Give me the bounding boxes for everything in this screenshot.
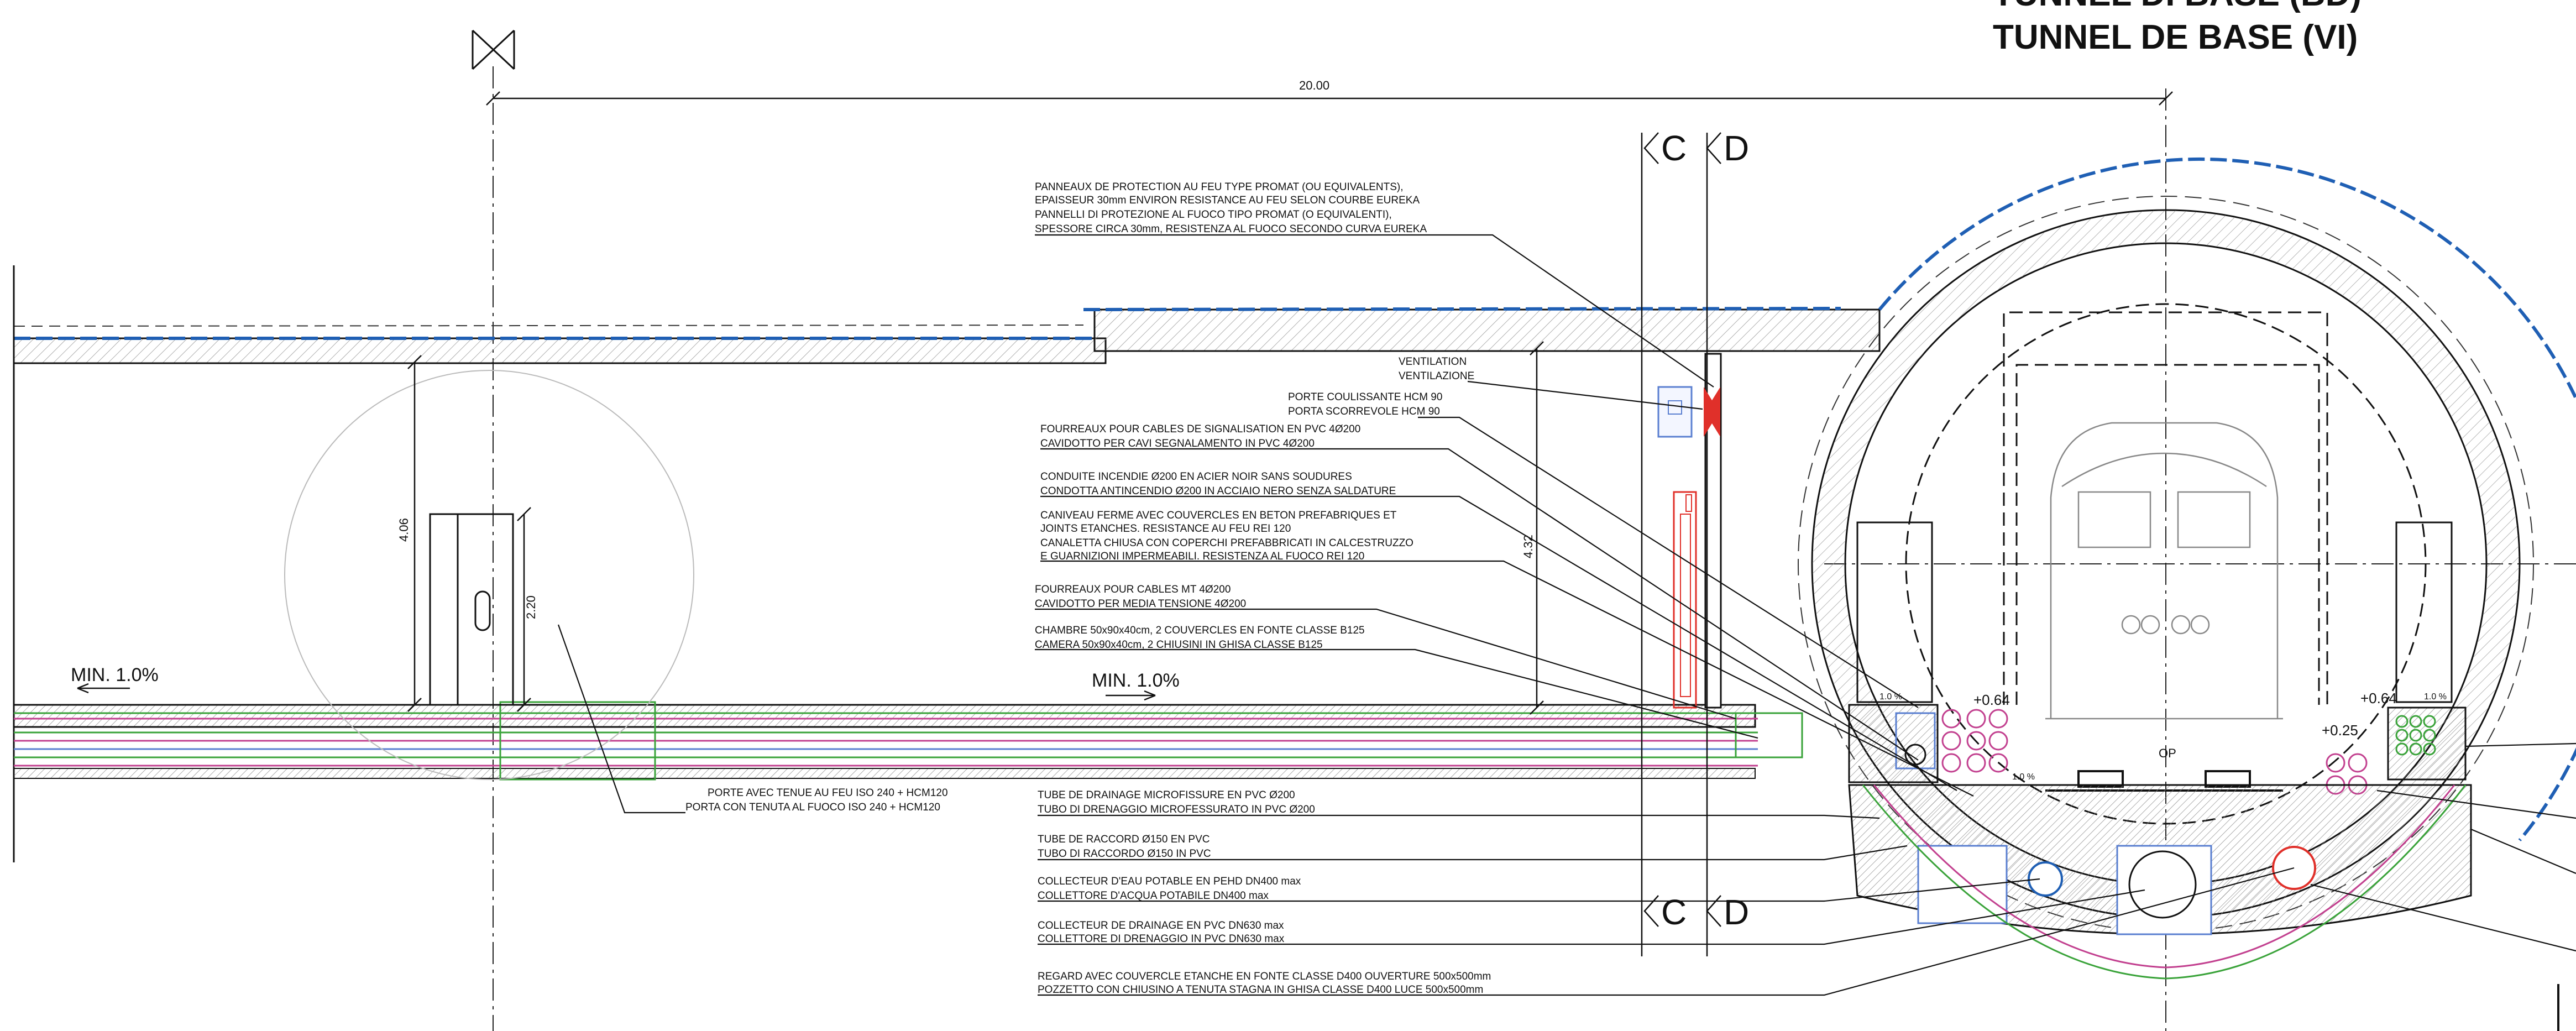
svg-text:TUBE DE RACCORD Ø150 EN PVC: TUBE DE RACCORD Ø150 EN PVC	[1038, 834, 1210, 845]
gallery-roof-slab	[13, 307, 1881, 364]
slope-small-mid: 1.0 %	[2012, 772, 2035, 782]
sliding-door-frame	[1673, 491, 1697, 709]
note-fire-door: PORTE AVEC TENUE AU FEU ISO 240 + HCM120…	[685, 787, 948, 813]
title-line-2: TUNNEL DE BASE (VI)	[1993, 18, 2358, 56]
op-label: OP	[2159, 746, 2176, 760]
svg-text:CAVIDOTTO PER CAVI SEGNALAMENT: CAVIDOTTO PER CAVI SEGNALAMENTO IN PVC 4…	[1040, 438, 1315, 449]
section-d-top: D	[1724, 128, 1749, 168]
svg-text:PORTE COULISSANTE HCM 90: PORTE COULISSANTE HCM 90	[1288, 391, 1442, 403]
dimension-406-label: 4.06	[397, 518, 411, 542]
note-ventilation: VENTILATION VENTILAZIONE	[1399, 356, 1474, 382]
axis-marker-icon	[472, 29, 515, 70]
slope-left-label: MIN. 1.0%	[71, 664, 159, 685]
note-sliding-door: PORTE COULISSANTE HCM 90 PORTA SCORREVOL…	[1288, 391, 1442, 417]
svg-text:E GUARNIZIONI IMPERMEABILI. RE: E GUARNIZIONI IMPERMEABILI. RESISTENZA A…	[1040, 551, 1364, 562]
gallery-envelope-circle	[284, 370, 694, 780]
svg-text:COLLECTEUR D'EAU POTABLE EN PE: COLLECTEUR D'EAU POTABLE EN PEHD DN400 m…	[1038, 876, 1301, 887]
right-bench	[2326, 521, 2467, 795]
svg-text:TUBO DI DRENAGGIO MICROFESSURA: TUBO DI DRENAGGIO MICROFESSURATO IN PVC …	[1038, 804, 1315, 815]
svg-text:COLLETTORE D'ACQUA POTABILE DN: COLLETTORE D'ACQUA POTABILE DN400 max	[1038, 890, 1269, 902]
level-025: +0.25	[2322, 722, 2358, 739]
level-064-left: +0.64	[1973, 692, 2010, 708]
svg-text:FOURREAUX POUR CABLES MT 4Ø200: FOURREAUX POUR CABLES MT 4Ø200	[1035, 584, 1231, 595]
note-fire-panels: PANNEAUX DE PROTECTION AU FEU TYPE PROMA…	[1035, 181, 1427, 235]
dimension-20-label: 20.00	[1299, 78, 1329, 92]
dimension-20	[486, 91, 2173, 106]
level-064-right: +0.64	[2360, 690, 2397, 706]
dimension-432	[1530, 341, 1544, 715]
svg-text:VENTILAZIONE: VENTILAZIONE	[1399, 370, 1474, 382]
svg-text:COLLECTEUR DE DRAINAGE EN PVC: COLLECTEUR DE DRAINAGE EN PVC DN630 max	[1038, 920, 1284, 931]
note-drain-tube: TUBE DE DRAINAGE MICROFISSURE EN PVC Ø20…	[1038, 789, 1315, 815]
svg-text:PORTE AVEC TENUE AU FEU ISO 24: PORTE AVEC TENUE AU FEU ISO 240 + HCM120	[708, 787, 948, 799]
slope-middle-arrow	[1106, 690, 1156, 701]
svg-text:CANALETTA CHIUSA CON COPERCHI: CANALETTA CHIUSA CON COPERCHI PREFABBRIC…	[1040, 537, 1413, 549]
gallery-floor-ducts	[13, 701, 1803, 781]
tunnel-invert	[1848, 784, 2472, 980]
svg-text:CONDUITE INCENDIE Ø200 EN ACIE: CONDUITE INCENDIE Ø200 EN ACIER NOIR SAN…	[1040, 471, 1352, 483]
svg-text:CHAMBRE 50x90x40cm, 2 COUVERCL: CHAMBRE 50x90x40cm, 2 COUVERCLES EN FONT…	[1035, 625, 1365, 636]
slope-left-arrow	[77, 683, 130, 694]
fire-door-drawing	[429, 513, 514, 706]
section-c-top: C	[1661, 128, 1687, 168]
dimension-432-label: 4.32	[1521, 535, 1535, 558]
svg-text:VENTILATION: VENTILATION	[1399, 356, 1467, 368]
slope-small-right: 1.0 %	[2424, 692, 2447, 702]
svg-text:SPESSORE CIRCA 30mm, RESISTEN: SPESSORE CIRCA 30mm, RESISTENZA AL FUOCO…	[1035, 223, 1427, 235]
svg-text:TUBE DE DRAINAGE MICROFISSURE: TUBE DE DRAINAGE MICROFISSURE EN PVC Ø20…	[1038, 789, 1295, 801]
svg-text:PANNEAUX DE PROTECTION AU FEU: PANNEAUX DE PROTECTION AU FEU TYPE PROMA…	[1035, 181, 1404, 193]
dimension-220	[517, 507, 531, 712]
section-c-bottom: C	[1661, 892, 1687, 932]
svg-text:PANNELLI DI PROTEZIONE AL FUOC: PANNELLI DI PROTEZIONE AL FUOCO TIPO PRO…	[1035, 209, 1392, 221]
note-mt-ducts: FOURREAUX POUR CABLES MT 4Ø200 CAVIDOTTO…	[1035, 584, 1246, 610]
clearance-gauges	[2003, 311, 2328, 705]
ventilation-unit	[1657, 386, 1720, 438]
note-drain-collector: COLLECTEUR DE DRAINAGE EN PVC DN630 max …	[1038, 920, 1285, 945]
svg-text:PORTA SCORREVOLE HCM 90: PORTA SCORREVOLE HCM 90	[1288, 406, 1440, 417]
note-water-collector: COLLECTEUR D'EAU POTABLE EN PEHD DN400 m…	[1038, 876, 1301, 902]
dimension-406	[407, 355, 422, 712]
svg-text:COLLETTORE DI DRENAGGIO IN PVC: COLLETTORE DI DRENAGGIO IN PVC DN630 max	[1038, 933, 1285, 945]
leader-lines	[557, 234, 2576, 996]
note-connection-tube: TUBE DE RACCORD Ø150 EN PVC TUBO DI RACC…	[1038, 834, 1211, 860]
svg-text:CAMERA 50x90x40cm, 2 CHIUSINI: CAMERA 50x90x40cm, 2 CHIUSINI IN GHISA C…	[1035, 639, 1323, 651]
svg-text:CONDOTTA ANTINCENDIO Ø200 IN A: CONDOTTA ANTINCENDIO Ø200 IN ACCIAIO NER…	[1040, 485, 1396, 497]
svg-text:EPAISSEUR 30mm ENVIRON RESISTA: EPAISSEUR 30mm ENVIRON RESISTANCE AU FEU…	[1035, 195, 1420, 206]
svg-text:FOURREAUX POUR CABLES DE SIGNA: FOURREAUX POUR CABLES DE SIGNALISATION E…	[1040, 423, 1360, 435]
section-d-bottom: D	[1724, 892, 1749, 932]
note-fire-pipe: CONDUITE INCENDIE Ø200 EN ACIER NOIR SAN…	[1040, 471, 1396, 497]
svg-text:TUBO DI RACCORDO Ø150 IN PVC: TUBO DI RACCORDO Ø150 IN PVC	[1038, 848, 1211, 860]
svg-text:REGARD AVEC COUVERCLE ETANCHE: REGARD AVEC COUVERCLE ETANCHE EN FONTE C…	[1038, 971, 1491, 982]
slope-small-left: 1.0 %	[1879, 692, 1902, 702]
dimension-220-label: 2.20	[524, 595, 538, 619]
note-signal-ducts: FOURREAUX POUR CABLES DE SIGNALISATION E…	[1040, 423, 1360, 449]
note-manhole: REGARD AVEC COUVERCLE ETANCHE EN FONTE C…	[1038, 971, 1491, 996]
svg-text:CAVIDOTTO PER MEDIA TENSIONE 4: CAVIDOTTO PER MEDIA TENSIONE 4Ø200	[1035, 598, 1246, 610]
svg-text:POZZETTO CON CHIUSINO A TENUTA: POZZETTO CON CHIUSINO A TENUTA STAGNA IN…	[1038, 984, 1483, 996]
title-line-1: TUNNEL DI BASE (BD)	[1993, 0, 2362, 13]
svg-text:JOINTS ETANCHES. RESISTANCE AU: JOINTS ETANCHES. RESISTANCE AU FEU REI 1…	[1040, 523, 1291, 535]
slope-middle-label: MIN. 1.0%	[1092, 670, 1180, 691]
train-outline	[2045, 422, 2283, 720]
note-chamber: CHAMBRE 50x90x40cm, 2 COUVERCLES EN FONT…	[1035, 625, 1365, 651]
svg-text:PORTA CON TENUTA AL FUOCO ISO: PORTA CON TENUTA AL FUOCO ISO 240 + HCM1…	[685, 802, 940, 813]
left-bench	[1848, 521, 2008, 783]
note-channel: CANIVEAU FERME AVEC COUVERCLES EN BETON …	[1040, 510, 1413, 562]
svg-text:CANIVEAU FERME AVEC COUVERCLES: CANIVEAU FERME AVEC COUVERCLES EN BETON …	[1040, 510, 1397, 521]
